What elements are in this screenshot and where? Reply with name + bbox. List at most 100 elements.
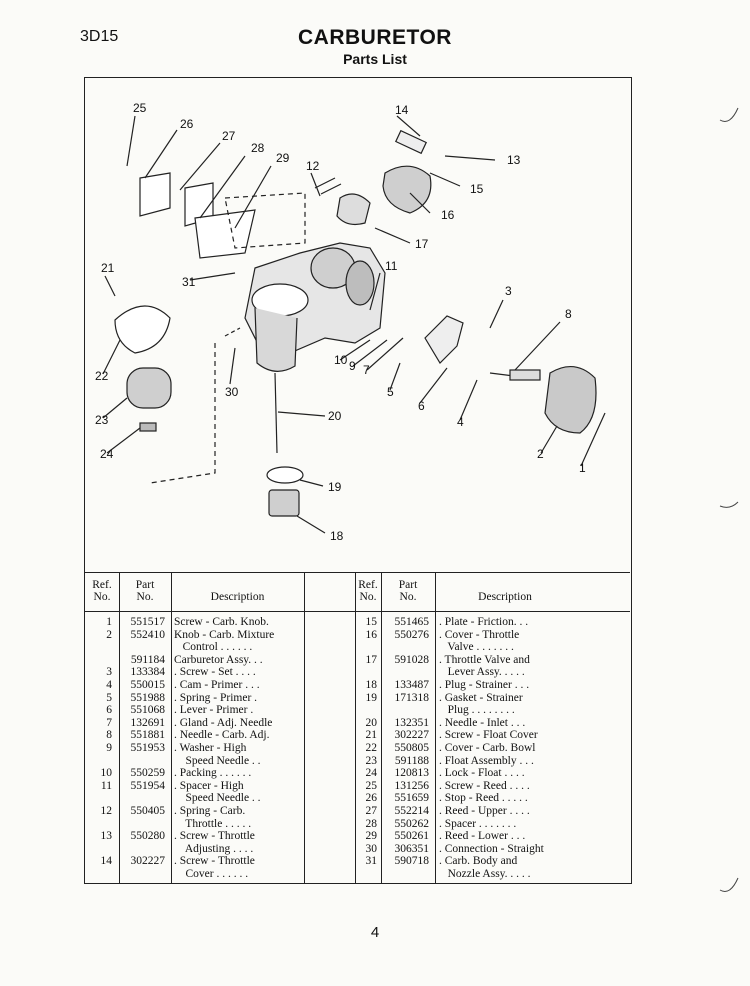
- row-description: . Reed - Lower . . .: [439, 830, 526, 843]
- row-description: . Plug - Strainer . . .: [439, 679, 530, 691]
- callout-19: 19: [328, 480, 342, 494]
- row-ref: 15: [365, 616, 378, 628]
- row-part-number: 133487: [394, 679, 430, 691]
- row-description: . Lever - Primer .: [174, 704, 254, 717]
- callout-27: 27: [222, 129, 236, 143]
- row-part-number: 551465: [394, 616, 430, 628]
- callout-6: 6: [418, 399, 425, 413]
- callout-15: 15: [470, 182, 484, 196]
- row-description: . Reed - Upper . . . .: [439, 805, 530, 817]
- row-description: . Needle - Carb. Adj.: [174, 729, 270, 742]
- callout-5: 5: [387, 385, 394, 399]
- page-code: 3D15: [80, 28, 119, 45]
- row-description: . Lock - Float . . . .: [439, 767, 525, 780]
- row-description: . Carb. Body and: [439, 855, 518, 868]
- row-ref: 23: [365, 754, 378, 767]
- row-ref: 22: [365, 742, 378, 754]
- row-ref: 16: [365, 628, 378, 641]
- row-part-number: 306351: [394, 842, 430, 855]
- row-ref: 5: [106, 691, 112, 704]
- row-description: . Gland - Adj. Needle: [174, 716, 273, 729]
- callout-9: 9: [349, 359, 356, 373]
- header-ref-left: Ref.No.: [92, 579, 112, 603]
- row-description: Cover . . . . . .: [174, 868, 249, 880]
- callout-25: 25: [133, 101, 147, 115]
- row-part-number: 171318: [394, 691, 430, 704]
- row-description: Screw - Carb. Knob.: [174, 616, 269, 628]
- row-description: Adjusting . . . .: [174, 842, 254, 855]
- callout-30: 30: [225, 385, 239, 399]
- row-ref: 12: [100, 805, 113, 817]
- callout-16: 16: [441, 208, 455, 222]
- row-description: . Cover - Throttle: [439, 628, 520, 641]
- row-part-number: 550262: [394, 817, 430, 830]
- row-description: Carburetor Assy. . .: [174, 653, 263, 666]
- header-ref-right: Ref.No.: [358, 579, 378, 603]
- row-description: Speed Needle . .: [174, 754, 261, 767]
- row-part-number: 550405: [130, 805, 166, 817]
- callout-3: 3: [505, 284, 512, 298]
- row-description: . Needle - Inlet . . .: [439, 716, 526, 729]
- row-description: Control . . . . . .: [174, 641, 253, 654]
- row-part-number: 133384: [130, 666, 166, 679]
- row-part-number: 550276: [394, 628, 430, 641]
- row-part-number: 550805: [394, 742, 430, 754]
- callout-29: 29: [276, 151, 290, 165]
- row-part-number: 551954: [130, 779, 166, 792]
- row-part-number: 550015: [130, 679, 166, 691]
- row-part-number: 550280: [130, 830, 166, 843]
- row-ref: 11: [100, 779, 112, 792]
- callout-20: 20: [328, 409, 342, 423]
- callout-18: 18: [330, 529, 344, 543]
- row-ref: 8: [106, 729, 112, 742]
- row-part-number: 552214: [394, 805, 430, 817]
- row-ref: 10: [100, 767, 113, 780]
- row-description: Knob - Carb. Mixture: [174, 628, 275, 641]
- row-ref: 26: [365, 792, 378, 805]
- row-description: . Washer - High: [174, 742, 247, 754]
- row-description: . Stop - Reed . . . . .: [439, 792, 528, 805]
- row-ref: 25: [365, 779, 378, 792]
- row-part-number: 131256: [394, 779, 430, 792]
- row-description: . Screw - Throttle: [174, 855, 255, 868]
- row-ref: 1: [106, 616, 112, 628]
- row-ref: 24: [365, 767, 378, 780]
- row-ref: 29: [365, 830, 378, 843]
- callout-31: 31: [182, 275, 196, 289]
- row-part-number: 550259: [130, 767, 166, 780]
- row-description: . Cover - Carb. Bowl: [439, 742, 536, 754]
- callout-26: 26: [180, 117, 194, 131]
- row-ref: 27: [365, 805, 378, 817]
- row-ref: 30: [365, 842, 378, 855]
- callout-28: 28: [251, 141, 265, 155]
- row-description: . Throttle Valve and: [439, 653, 530, 666]
- row-part-number: 551068: [130, 704, 166, 717]
- row-part-number: 551517: [130, 616, 166, 628]
- row-ref: 2: [106, 628, 112, 641]
- row-description: . Spring - Carb.: [174, 805, 246, 817]
- page-subtitle: Parts List: [343, 51, 407, 67]
- row-part-number: 551953: [130, 742, 166, 754]
- row-description: . Spring - Primer .: [174, 691, 258, 704]
- callout-24: 24: [100, 447, 114, 461]
- row-description: Plug . . . . . . . .: [439, 704, 515, 717]
- row-description: . Screw - Reed . . . .: [439, 779, 530, 792]
- margin-mark-3: [719, 877, 739, 892]
- row-part-number: 302227: [130, 855, 166, 868]
- row-part-number: 302227: [394, 729, 430, 742]
- margin-mark-2: [719, 501, 739, 508]
- row-description: . Screw - Set . . . .: [174, 666, 256, 679]
- callout-11: 11: [385, 259, 398, 273]
- callout-17: 17: [415, 237, 429, 251]
- row-part-number: 552410: [130, 628, 166, 641]
- callout-1: 1: [579, 461, 586, 475]
- row-description: . Spacer - High: [174, 779, 244, 792]
- row-description: . Packing . . . . . .: [174, 767, 252, 780]
- row-description: . Float Assembly . . .: [439, 754, 534, 767]
- callout-12: 12: [306, 159, 320, 173]
- header-desc-right: Description: [478, 591, 532, 603]
- header-desc-left: Description: [210, 591, 265, 603]
